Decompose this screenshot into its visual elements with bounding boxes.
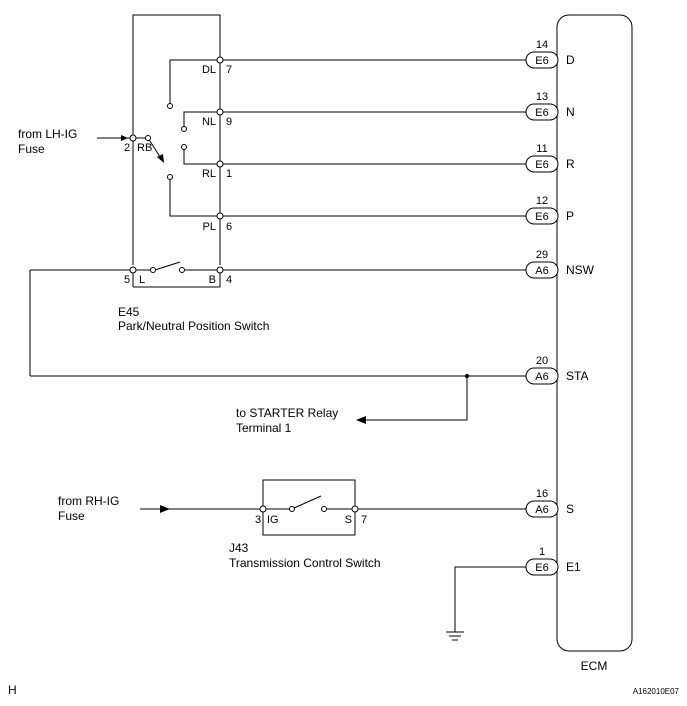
dl-terminal: [216, 56, 224, 64]
pin-number: 12: [536, 195, 548, 207]
pin-number: 1: [539, 546, 545, 558]
rb-terminal: [129, 134, 137, 142]
pin-number: 16: [536, 488, 548, 500]
j43-blade: [293, 495, 322, 509]
e45-pl-label: PL: [203, 221, 216, 233]
pin-number: 13: [536, 91, 548, 103]
nl-terminal: [216, 108, 224, 116]
selector-arrowhead: [157, 154, 164, 163]
s-contact: [321, 506, 327, 512]
wire-e1: [454, 566, 532, 632]
signal-name: D: [566, 53, 575, 67]
connector-label: A6: [535, 371, 548, 383]
e45-rl-label: RL: [202, 168, 216, 180]
pin-number: 20: [536, 355, 548, 367]
e45-dl-pin: 7: [226, 64, 232, 76]
rb-pivot: [145, 135, 151, 141]
signal-name: R: [566, 157, 575, 171]
ecm-connector-s: A6 16 S: [525, 488, 574, 518]
connector-label: E6: [535, 562, 548, 574]
j43-ig-label: IG: [267, 514, 279, 526]
e45-pl-pin: 6: [226, 221, 232, 233]
e45-nl-label: NL: [202, 116, 216, 128]
j43-s-terminal: [351, 505, 359, 513]
ecm-label: ECM: [581, 659, 608, 673]
lh-ig-label-1: from LH-IG: [18, 127, 77, 141]
nl-contact-lead: [183, 111, 220, 126]
rl-terminal: [216, 160, 224, 168]
pin-number: 11: [536, 143, 547, 155]
signal-name: E1: [566, 560, 581, 574]
e45-l-pin: 5: [124, 274, 130, 286]
e45-l-label: L: [139, 274, 145, 286]
connector-label: E6: [535, 159, 548, 171]
ecm-connector-p: E6 12 P: [525, 195, 574, 225]
corner-mark: H: [8, 683, 17, 697]
rl-contact-lead: [183, 150, 220, 165]
pl-contact-lead: [169, 180, 220, 217]
l-terminal: [129, 266, 137, 274]
connector-label: A6: [535, 504, 548, 516]
e45-b-label: B: [209, 274, 216, 286]
connector-label: A6: [535, 265, 548, 277]
connector-label: E6: [535, 107, 548, 119]
ecm-connector-d: E6 14 D: [525, 39, 575, 69]
dl-contact: [167, 103, 173, 109]
ecm-connector-n: E6 13 N: [525, 91, 575, 121]
starter-label-1: to STARTER Relay: [236, 406, 338, 420]
pl-contact: [167, 174, 173, 180]
ecm-connector-r: E6 11 R: [525, 143, 575, 173]
signal-name: N: [566, 105, 575, 119]
connector-label: E6: [535, 211, 548, 223]
rh-ig-label-1: from RH-IG: [58, 494, 119, 508]
starter-arrow: [356, 416, 366, 424]
b-terminal: [216, 266, 224, 274]
lh-ig-label-2: Fuse: [18, 142, 45, 156]
e45-rl-pin: 1: [226, 168, 232, 180]
signal-name: P: [566, 209, 574, 223]
rl-contact: [181, 144, 187, 150]
e45-b-pin: 4: [226, 274, 232, 286]
j43-s-pin: 7: [361, 514, 367, 526]
signal-name: STA: [566, 369, 588, 383]
j43-box: [262, 479, 356, 536]
e45-rb-label: RB: [137, 142, 152, 154]
ecm-box: [556, 14, 633, 652]
e45-nl-pin: 9: [226, 116, 232, 128]
ecm-connector-sta: A6 20 STA: [525, 355, 588, 385]
pin-number: 29: [536, 249, 548, 261]
connector-label: E6: [535, 55, 548, 67]
l-b-blade: [154, 261, 181, 271]
j43-ig-pin: 3: [255, 514, 261, 526]
e45-dl-label: DL: [202, 64, 216, 76]
dl-contact-lead: [169, 59, 220, 103]
ecm-connector-e1: E6 1 E1: [525, 546, 581, 576]
pl-terminal: [216, 212, 224, 220]
pin-number: 14: [536, 39, 548, 51]
ig-contact: [289, 506, 295, 512]
ecm-connector-nsw: A6 29 NSW: [525, 249, 595, 279]
lh-ig-arrow: [121, 135, 128, 141]
nl-contact: [181, 126, 187, 132]
b-contact: [179, 267, 185, 273]
figure-id: A162010E07: [633, 687, 680, 696]
starter-label-2: Terminal 1: [236, 421, 292, 435]
j43-ig-terminal: [259, 505, 267, 513]
j43-code: J43: [229, 541, 249, 555]
starter-branch: [362, 376, 468, 421]
j43-s-label: S: [345, 514, 352, 526]
rh-ig-arrow: [160, 505, 170, 513]
e45-code: E45: [118, 305, 140, 319]
l-contact: [150, 267, 156, 273]
e45-name: Park/Neutral Position Switch: [118, 319, 269, 333]
signal-name: S: [566, 502, 574, 516]
j43-name: Transmission Control Switch: [229, 556, 381, 570]
e45-rb-pin: 2: [124, 142, 130, 154]
rh-ig-label-2: Fuse: [58, 509, 85, 523]
signal-name: NSW: [566, 263, 595, 277]
